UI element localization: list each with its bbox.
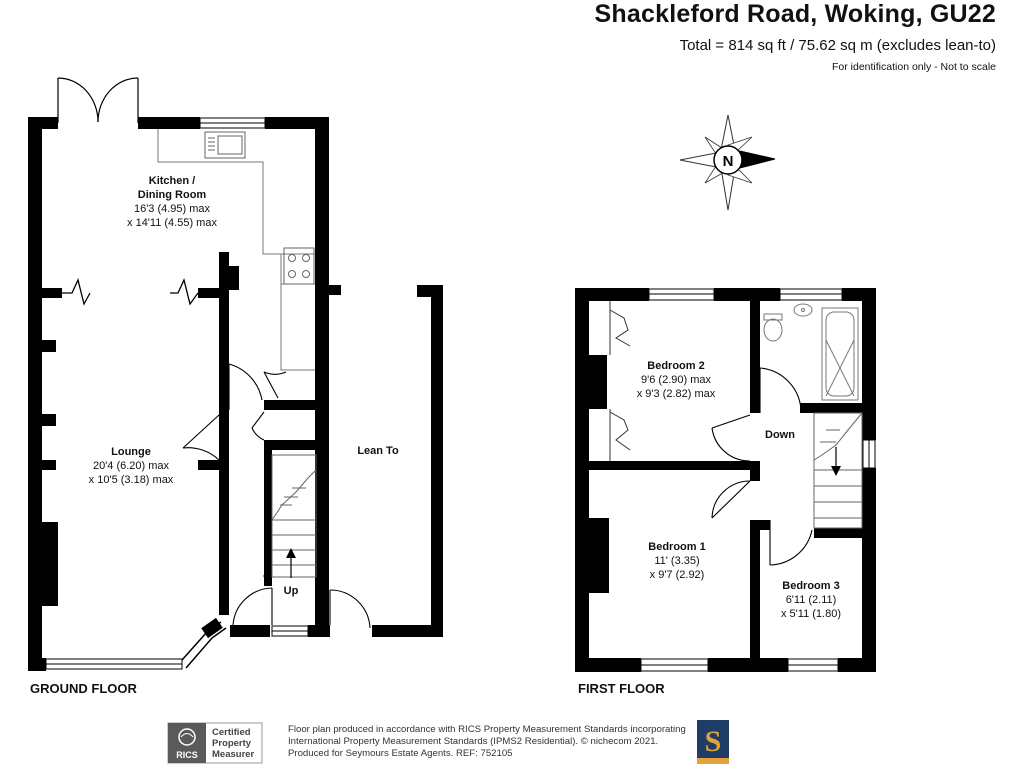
ground-floor-windows: [45, 117, 309, 670]
bedroom2-dim2: x 9'3 (2.82) max: [637, 388, 716, 400]
bedroom2-dim1: 9'6 (2.90) max: [641, 374, 711, 386]
compass-rose: N: [679, 114, 776, 211]
ground-floor-doors: [182, 363, 371, 629]
footer-line1: Floor plan produced in accordance with R…: [288, 724, 686, 735]
rics-line2: Property: [212, 738, 252, 749]
french-doors: [57, 77, 139, 123]
kitchen-name-line1: Kitchen /: [149, 175, 195, 187]
bedroom1-dim1: 11' (3.35): [654, 555, 699, 567]
bedroom3-dim2: x 5'11 (1.80): [781, 608, 841, 620]
lounge-name: Lounge: [111, 446, 151, 458]
bedroom1-dim2: x 9'7 (2.92): [650, 569, 705, 581]
ground-floor-label: GROUND FLOOR: [30, 681, 137, 696]
stairs-up: [271, 454, 317, 578]
kitchen-dim2: x 14'11 (4.55) max: [127, 217, 217, 229]
bedroom3-name: Bedroom 3: [782, 580, 839, 592]
rics-brand-text: RICS: [176, 750, 198, 760]
total-area-text: Total = 814 sq ft / 75.62 sq m (excludes…: [679, 37, 996, 54]
first-floor-doors: [711, 367, 813, 566]
first-floor-label: FIRST FLOOR: [578, 681, 665, 696]
stairs-up-arrow: [263, 548, 296, 579]
first-floor-windows: [640, 288, 876, 672]
ground-floor-plan: Kitchen / Dining Room 16'3 (4.95) max x …: [28, 77, 443, 671]
first-floor-plan: Bedroom 2 9'6 (2.90) max x 9'3 (2.82) ma…: [575, 288, 876, 672]
seymours-logo: S: [697, 720, 729, 764]
rics-line1: Certified: [212, 727, 251, 738]
lounge-dim2: x 10'5 (3.18) max: [89, 474, 174, 486]
seymours-logo-letter: S: [704, 725, 722, 758]
first-floor-walls: [575, 288, 876, 672]
wardrobes: [609, 301, 631, 461]
footer-disclaimer: Floor plan produced in accordance with R…: [288, 724, 698, 760]
bedroom2-name: Bedroom 2: [647, 360, 704, 372]
lean-to-name: Lean To: [357, 445, 399, 457]
stairs-down-label: Down: [765, 429, 795, 441]
footer-line3: Produced for Seymours Estate Agents. REF…: [288, 748, 513, 759]
bedroom3-dim1: 6'11 (2.11): [786, 594, 837, 606]
stairs-down-arrow: [831, 447, 841, 476]
seymours-logo-accent-bar: [697, 758, 729, 764]
ground-floor-walls: [28, 117, 443, 671]
rics-certified-logo: RICS Certified Property Measurer: [167, 722, 263, 764]
property-address-title: Shackleford Road, Woking, GU22: [594, 0, 996, 28]
kitchen-dim1: 16'3 (4.95) max: [134, 203, 211, 215]
kitchen-worktop: [157, 129, 315, 371]
kitchen-name-line2: Dining Room: [138, 189, 207, 201]
bathroom-fittings: [763, 303, 859, 401]
rics-line3: Measurer: [212, 749, 255, 760]
sink-icon: [204, 131, 246, 159]
bay-window-post: [201, 617, 223, 639]
lounge-dim1: 20'4 (6.20) max: [93, 460, 170, 472]
disclaimer-note: For identification only - Not to scale: [832, 61, 996, 73]
footer-line2: International Property Measurement Stand…: [288, 736, 659, 747]
opening-markers: [62, 278, 199, 306]
bedroom1-name: Bedroom 1: [648, 541, 705, 553]
hob-icon: [283, 247, 315, 285]
compass-north-letter: N: [723, 153, 734, 170]
stairs-up-label: Up: [284, 585, 299, 597]
